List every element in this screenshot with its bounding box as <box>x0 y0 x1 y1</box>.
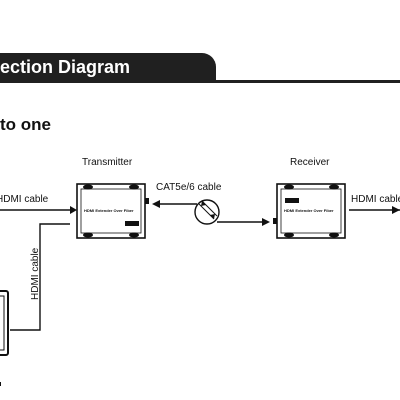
cable-coupler-icon <box>194 199 220 225</box>
transmitter-label: Transmitter <box>82 157 133 168</box>
cat-cable-label: CAT5e/6 cable <box>156 182 222 193</box>
hdmi-cable-left-label: HDMI cable <box>0 194 49 205</box>
hdmi-cable-right-label: HDMI cable <box>351 194 400 205</box>
hdmi-cable-left-arrow <box>70 206 77 214</box>
transmitter-device-text: HDMI Extender Over Fiber <box>84 208 134 213</box>
diagram-subtitle: to one <box>0 115 51 134</box>
section-header-rule <box>0 80 400 83</box>
hdmi-cable-vertical-label: HDMI cable <box>30 247 41 300</box>
cat-cable-arrow-right <box>262 218 270 226</box>
cat-cable-arrow-left <box>152 200 160 208</box>
section-header-bar <box>0 53 216 83</box>
receiver-device-text: HDMI Extender Over Fiber <box>284 208 334 213</box>
transmitter-device <box>76 183 149 239</box>
hdmi-cable-right-arrow <box>392 206 400 214</box>
hdmi-cable-vertical-line <box>10 223 70 331</box>
receiver-device <box>273 183 346 239</box>
receiver-label: Receiver <box>290 157 330 168</box>
display-monitor-icon <box>0 290 9 386</box>
section-title: ection Diagram <box>0 57 131 77</box>
